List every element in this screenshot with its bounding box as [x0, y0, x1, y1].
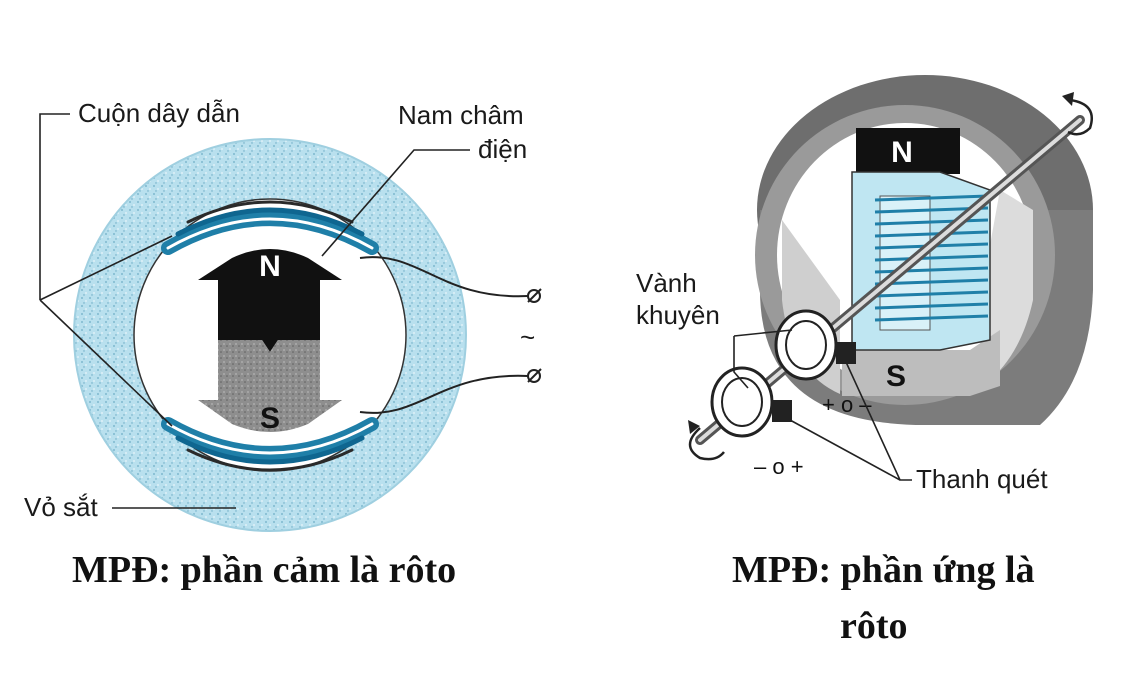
wire-bottom: [359, 374, 529, 414]
label-shell: Vỏ sắt: [24, 492, 98, 522]
label-magnet-line1: Nam châm: [398, 100, 524, 130]
slip-ring-outer: [710, 366, 774, 438]
label-coil: Cuộn dây dẫn: [78, 98, 240, 128]
rotation-arrow-bottom-icon: [688, 427, 725, 461]
terminal-bottom-text: – o +: [754, 454, 804, 479]
rotor-pole-s: S: [260, 402, 280, 435]
label-magnet-line2: điện: [478, 134, 527, 164]
leader-coil: [39, 113, 70, 300]
label-brush: Thanh quét: [916, 464, 1048, 494]
terminal-top-text: + o –: [822, 392, 872, 417]
stator-pole-s-label: S: [886, 360, 906, 393]
leader-magnet: [321, 149, 470, 257]
stator-pole-n: [856, 128, 960, 174]
terminal-bottom-icon: [527, 368, 542, 383]
slip-ring-inner: [774, 309, 838, 381]
rotor-pole-n: N: [259, 250, 281, 283]
coil-top: [161, 200, 379, 255]
brush-inner: [836, 342, 856, 364]
left-diagram: N S ~ Cuộn dây dẫn Nam châm điện Vỏ sắt …: [24, 98, 542, 591]
caption-right-line2: rôto: [840, 605, 908, 647]
right-diagram: N S: [636, 75, 1093, 647]
armature-coil: [851, 171, 991, 351]
caption-left: MPĐ: phần cảm là rôto: [72, 549, 456, 591]
terminal-top-icon: [527, 288, 542, 303]
brush-outer: [772, 400, 792, 422]
stator-pole-n-label: N: [891, 136, 913, 169]
label-ring-line1: Vành: [636, 268, 697, 298]
ac-symbol: ~: [520, 322, 535, 352]
label-ring-line2: khuyên: [636, 300, 720, 330]
stator-pole-s: [842, 330, 1000, 396]
wire-top: [359, 256, 529, 298]
rotation-arrow-top-icon: [1067, 98, 1093, 136]
rotor-north-half: [198, 249, 342, 352]
rotor-south-half: [198, 340, 342, 432]
leader-ring: [733, 336, 749, 389]
coil-bottom: [161, 417, 379, 472]
caption-right-line1: MPĐ: phần ứng là: [732, 549, 1035, 591]
